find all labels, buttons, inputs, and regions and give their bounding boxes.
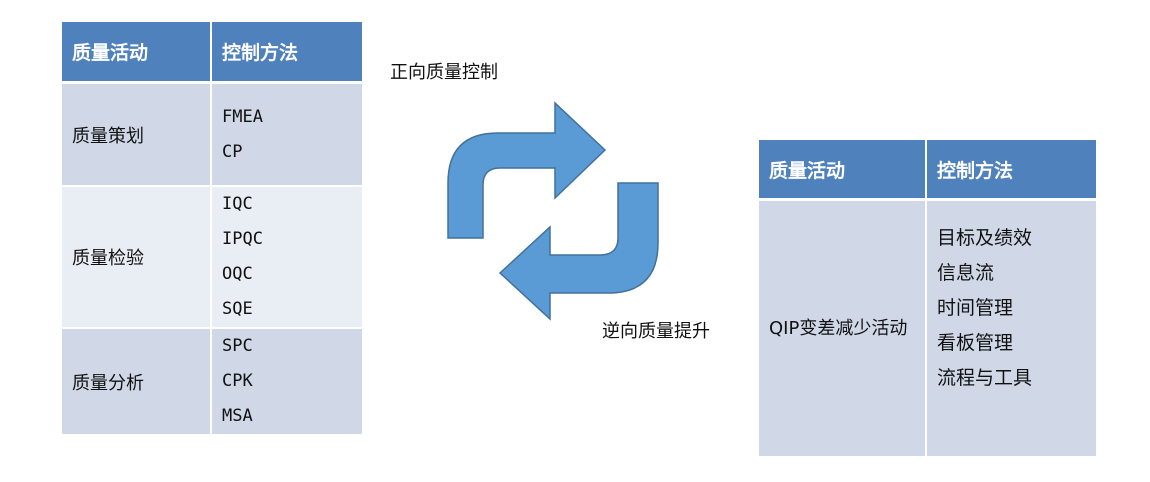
cycle-arrows-diagram <box>447 101 659 321</box>
left-row-planning: 质量策划 FMEA CP <box>62 81 362 185</box>
left-header-method: 控制方法 <box>212 22 362 81</box>
left-row-methods: FMEA CP <box>212 81 362 185</box>
left-row-methods: IQC IPQC OQC SQE <box>212 185 362 327</box>
left-row-methods: SPC CPK MSA <box>212 327 362 434</box>
left-row-activity: 质量检验 <box>62 185 212 327</box>
right-header-activity: 质量活动 <box>759 140 927 198</box>
left-table-header-row: 质量活动 控制方法 <box>62 22 362 81</box>
method-item: 时间管理 <box>937 297 1014 319</box>
left-row-activity: 质量策划 <box>62 81 212 185</box>
method-item: FMEA <box>222 106 263 127</box>
method-item: IPQC <box>222 229 263 249</box>
reverse-arrow-icon <box>498 182 659 321</box>
left-row-inspection: 质量检验 IQC IPQC OQC SQE <box>62 185 362 327</box>
right-quality-table: 质量活动 控制方法 QIP变差减少活动 目标及绩效 信息流 时间管理 看板管理 … <box>759 140 1096 456</box>
right-row-activity: QIP变差减少活动 <box>759 198 927 456</box>
method-item: 目标及绩效 <box>937 227 1033 249</box>
method-item: SPC <box>222 336 253 356</box>
right-table-header-row: 质量活动 控制方法 <box>759 140 1096 198</box>
method-item: CPK <box>222 371 253 391</box>
forward-arrow-icon <box>447 101 607 239</box>
method-item: 看板管理 <box>937 332 1014 354</box>
reverse-improvement-label: 逆向质量提升 <box>602 321 710 342</box>
left-row-activity: 质量分析 <box>62 327 212 434</box>
method-item: OQC <box>222 264 253 284</box>
method-item: MSA <box>222 406 253 426</box>
left-header-activity: 质量活动 <box>62 22 212 81</box>
method-item: 流程与工具 <box>937 367 1033 389</box>
forward-control-label: 正向质量控制 <box>390 62 498 83</box>
left-quality-table: 质量活动 控制方法 质量策划 FMEA CP 质量检验 IQC IPQC OQC… <box>62 22 362 434</box>
method-item: 信息流 <box>937 262 995 284</box>
method-item: SQE <box>222 299 253 319</box>
right-header-method: 控制方法 <box>927 140 1096 198</box>
method-item: IQC <box>222 194 253 214</box>
method-item: CP <box>222 141 243 162</box>
right-row-methods: 目标及绩效 信息流 时间管理 看板管理 流程与工具 <box>927 198 1096 456</box>
left-row-analysis: 质量分析 SPC CPK MSA <box>62 327 362 434</box>
right-row-qip: QIP变差减少活动 目标及绩效 信息流 时间管理 看板管理 流程与工具 <box>759 198 1096 456</box>
